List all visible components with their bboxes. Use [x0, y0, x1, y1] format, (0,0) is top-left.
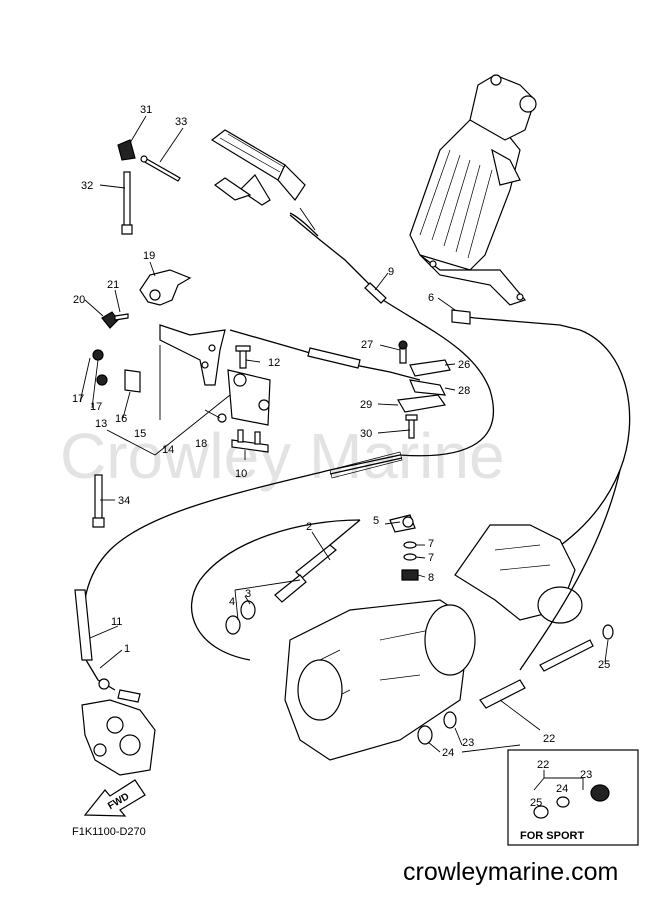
callout-24b: 24 [556, 783, 568, 795]
callout-16: 16 [115, 413, 127, 425]
callout-3: 3 [245, 588, 251, 600]
callout-12: 12 [268, 357, 280, 369]
callout-27: 27 [361, 339, 373, 351]
callout-14: 14 [162, 444, 174, 456]
callout-21: 21 [107, 279, 119, 291]
callout-24a: 24 [442, 747, 454, 759]
callout-26: 26 [458, 359, 470, 371]
callout-29: 29 [360, 399, 372, 411]
callout-9: 9 [388, 266, 394, 278]
callout-22b: 22 [537, 759, 549, 771]
screw-21 [114, 313, 129, 321]
callout-10: 10 [235, 468, 247, 480]
callout-23a: 23 [462, 737, 474, 749]
for-sport-label: FOR SPORT [520, 830, 584, 842]
callout-4: 4 [229, 596, 235, 608]
plate-29 [397, 394, 447, 413]
bolt-30 [405, 414, 418, 439]
washer-7 [403, 541, 417, 561]
callout-7b: 7 [428, 552, 434, 564]
callout-17b: 17 [90, 401, 102, 413]
carburetor [81, 689, 156, 776]
fwd-arrow: FWD [83, 779, 146, 817]
callout-numbers: 31 33 32 19 21 20 9 6 12 27 26 28 29 30 … [72, 104, 610, 809]
nut-18 [217, 413, 227, 423]
leader-lines [79, 115, 609, 753]
tie-34 [92, 474, 105, 528]
steering-cable-22 [417, 469, 621, 745]
throttle-bracket [124, 324, 271, 426]
ball-joint-5 [389, 514, 416, 533]
callout-22a: 22 [543, 733, 555, 745]
callout-7a: 7 [428, 538, 434, 550]
callout-5: 5 [373, 515, 379, 527]
callout-25a: 25 [598, 659, 610, 671]
screw-33 [140, 155, 181, 182]
throttle-lever-19 [139, 269, 192, 306]
callout-13: 13 [95, 418, 107, 430]
jet-pump [284, 524, 583, 761]
callout-8: 8 [428, 572, 434, 584]
callout-34: 34 [118, 495, 130, 507]
callout-20: 20 [73, 294, 85, 306]
handlebar-grip [210, 129, 306, 206]
clip-31 [117, 139, 136, 161]
upper-cable-link [229, 329, 421, 381]
nut-8 [401, 569, 419, 581]
callout-17a: 17 [72, 393, 84, 405]
bolts-17 [92, 349, 108, 386]
bolt-12 [235, 345, 251, 369]
callout-18: 18 [195, 438, 207, 450]
callout-23b: 23 [580, 769, 592, 781]
callout-28: 28 [458, 385, 470, 397]
callout-11: 11 [111, 616, 122, 628]
callout-15: 15 [134, 428, 146, 440]
steering-column [409, 74, 537, 306]
callout-2: 2 [306, 521, 312, 533]
callout-6: 6 [428, 292, 434, 304]
tie-32 [121, 171, 133, 235]
callout-32: 32 [81, 180, 93, 192]
callout-33: 33 [175, 116, 187, 128]
callout-30: 30 [360, 428, 372, 440]
footer-url[interactable]: crowleymarine.com [403, 858, 618, 886]
cable-bracket-26-28 [398, 340, 451, 396]
callout-19: 19 [143, 250, 155, 262]
callout-1: 1 [124, 643, 130, 655]
callout-31: 31 [140, 104, 152, 116]
cable-11 [74, 589, 116, 691]
callout-25b: 25 [530, 797, 542, 809]
for-sport-inset: FOR SPORT [507, 749, 639, 846]
diagram-code: F1K1100-D270 [72, 826, 146, 838]
cable-holder-10 [231, 429, 269, 453]
